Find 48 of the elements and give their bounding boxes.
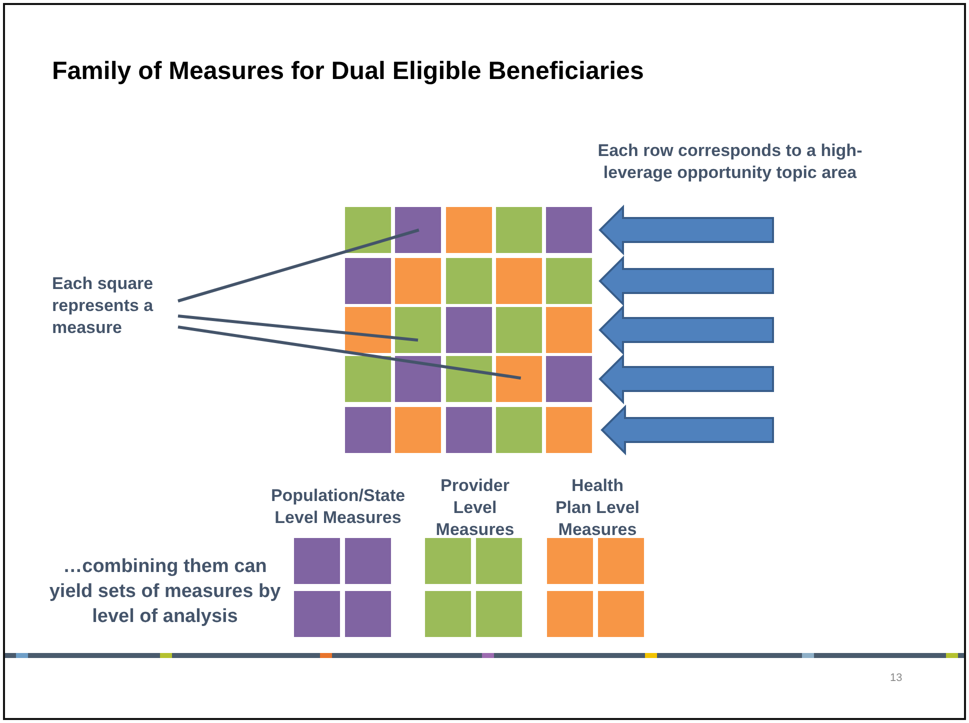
group-heading: Provider Level Measures	[434, 475, 516, 541]
measure-square	[547, 591, 593, 637]
measure-square	[598, 538, 644, 584]
measure-square	[546, 407, 592, 453]
measure-square	[546, 307, 592, 353]
measure-square	[345, 538, 391, 584]
measure-square	[496, 356, 542, 402]
measure-square	[395, 207, 441, 253]
measure-square	[496, 407, 542, 453]
slide-title: Family of Measures for Dual Eligible Beneficiaries	[52, 56, 644, 87]
measure-square	[395, 356, 441, 402]
measure-square	[345, 356, 391, 402]
group-heading: Population/State Level Measures	[270, 485, 406, 529]
measure-square	[446, 258, 492, 304]
measure-square	[425, 538, 471, 584]
measure-square	[345, 591, 391, 637]
measure-square	[395, 307, 441, 353]
measure-square	[496, 258, 542, 304]
measure-square	[476, 538, 522, 584]
callout-text: Each square represents a measure	[52, 273, 177, 339]
measure-square	[546, 356, 592, 402]
measure-square	[476, 591, 522, 637]
measure-square	[446, 307, 492, 353]
measure-square	[395, 407, 441, 453]
measure-square	[425, 591, 471, 637]
measure-square	[496, 207, 542, 253]
leader-line	[178, 314, 418, 342]
measure-square	[395, 258, 441, 304]
measure-square	[446, 407, 492, 453]
measure-square	[345, 207, 391, 253]
measure-square	[546, 207, 592, 253]
measure-square	[446, 207, 492, 253]
measure-square	[598, 591, 644, 637]
measure-square	[496, 307, 542, 353]
measure-square	[345, 307, 391, 353]
measure-square	[345, 407, 391, 453]
measure-square	[446, 356, 492, 402]
group-heading: Health Plan Level Measures	[555, 475, 640, 541]
leader-line	[178, 326, 522, 380]
page-number: 13	[890, 672, 904, 684]
annotation-text: Each row corresponds to a high-leverage opportunity topic area	[596, 140, 864, 184]
measure-square	[345, 258, 391, 304]
leader-line	[178, 228, 420, 302]
measure-square	[294, 591, 340, 637]
measure-square	[547, 538, 593, 584]
annotation-text: …combining them can yield sets of measures by level of analysis	[48, 555, 282, 629]
measure-square	[294, 538, 340, 584]
measure-square	[546, 258, 592, 304]
